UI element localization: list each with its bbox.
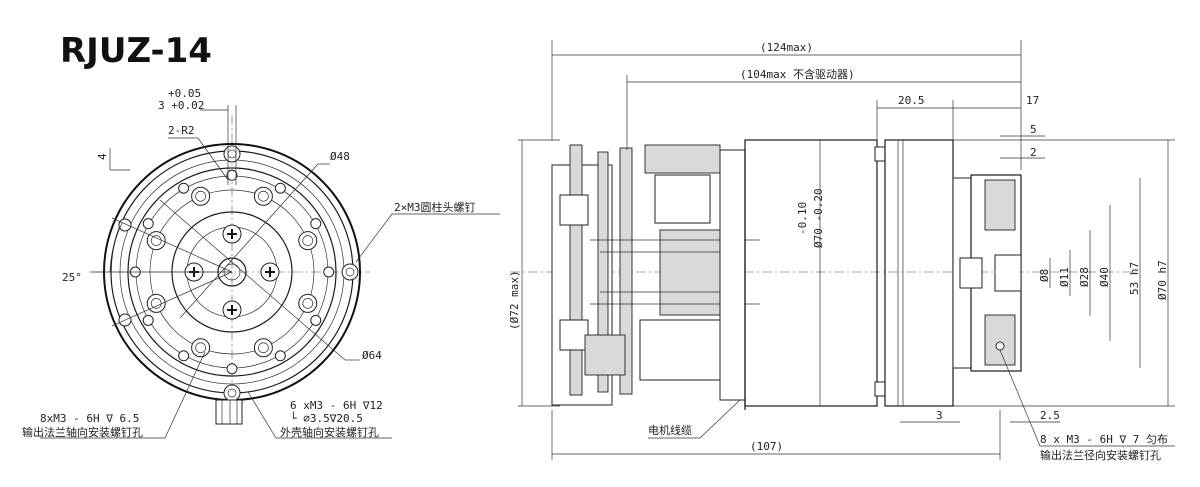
dim-tol-b: Ø70 -0.20 [812,188,825,248]
mount-ear-right [341,263,359,281]
small-hole [310,314,322,326]
housing-bolt-hole [191,338,211,358]
small-hole [178,350,190,362]
dim-d48: Ø48 [330,150,350,163]
reducer-housing [884,139,954,407]
dim-2-5: 2.5 [1040,409,1060,422]
dim-tol-a: -0.10 [796,202,809,235]
small-hole [310,218,322,230]
radial-holes-note-2: 输出法兰径向安装螺钉孔 [1040,448,1161,462]
dim-d8: Ø8 [1038,269,1051,282]
flange-holes-note-2: 输出法兰轴向安装螺钉孔 [22,425,143,439]
mount-ear-top [223,145,241,163]
motor-housing [744,139,878,407]
cable-outlet [215,399,243,425]
housing-bolt-hole [298,293,318,313]
housing-bolt-hole [253,186,273,206]
small-hole [142,314,154,326]
small-hole [323,266,335,278]
dim-d11: Ø11 [1058,267,1071,287]
dim-20-5: 20.5 [898,94,925,107]
mount-ear-bottom [223,384,241,402]
cable-label: 电机线缆 [648,423,692,437]
housing-holes-note-3: 外壳轴向安装螺钉孔 [280,425,379,439]
page-title: RJUZ-14 [60,31,212,71]
dim-d28: Ø28 [1078,267,1091,287]
dim-total-length: (124max) [760,41,813,54]
small-hole [274,350,286,362]
small-hole [274,182,286,194]
housing-holes-note-1: 6 xM3 - 6H ∇12 [290,399,383,412]
housing-bolt-hole [298,231,318,251]
r2-label: 2-R2 [168,124,195,137]
dim-2: 2 [1030,146,1037,159]
dim-107: (107) [750,440,783,453]
cross-head-icon [227,229,237,239]
small-hole [226,363,238,375]
cross-head-icon [265,267,275,277]
dim-d40: Ø40 [1098,267,1111,287]
tolerance-upper: +0.05 [168,87,201,100]
driver-board-section [551,144,760,410]
flange-holes-note-1: 8xM3 - 6H ∇ 6.5 [40,412,139,425]
small-hole [178,182,190,194]
dim-d64: Ø64 [362,349,382,362]
housing-bolt-hole [253,338,273,358]
housing-bolt-hole [191,186,211,206]
tolerance-lower: 3 +0.02 [158,99,204,112]
angle-label: 25° [62,271,82,284]
m3-screw-note: 2×M3圆柱头螺钉 [394,200,476,214]
radial-holes-note-1: 8 x M3 - 6H ∇ 7 匀布 [1040,433,1168,446]
dim-4: 4 [96,153,109,160]
dim-d72: (Ø72 max) [508,270,521,330]
small-hole [226,169,238,181]
dim-d70: Ø70 h7 [1156,260,1169,300]
front-view: 25° +0.05 3 +0.02 2-R2 4 Ø48 Ø64 2×M3圆柱头… [22,87,500,439]
dim-length-no-driver: (104max 不含驱动器) [740,67,855,81]
dim-3: 3 [936,409,943,422]
cross-head-icon [227,305,237,315]
dim-17: 17 [1026,94,1039,107]
dim-5: 5 [1030,123,1037,136]
small-hole [142,218,154,230]
dim-d53: 53 h7 [1128,262,1141,295]
housing-holes-note-2: └ ⌀3.5∇20.5 [290,411,363,425]
side-view: (124max) (104max 不含驱动器) 20.5 17 5 2 (Ø72… [508,40,1175,462]
